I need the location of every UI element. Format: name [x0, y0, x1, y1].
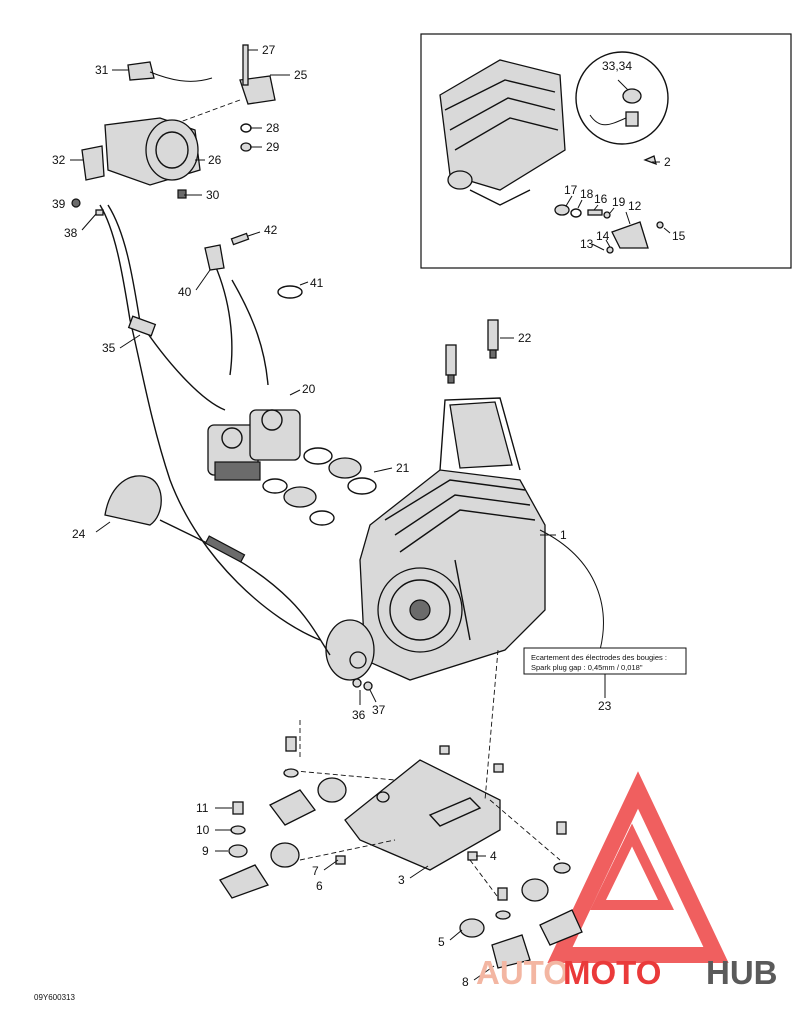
air-intake-silencer [81, 61, 276, 186]
callout-20: 20 [302, 382, 316, 396]
figure-code: 09Y600313 [34, 993, 75, 1002]
callout-14: 14 [596, 229, 610, 243]
watermark-logo [547, 771, 729, 963]
callout-13: 13 [580, 237, 594, 251]
callout-25: 25 [294, 68, 308, 82]
rewind-starter-cable [104, 475, 331, 656]
callout-32: 32 [52, 153, 66, 167]
callout-19: 19 [612, 195, 626, 209]
callout-2: 2 [664, 155, 671, 169]
callout-7: 7 [312, 864, 319, 878]
spark-plug-gap-note: Ecartement des électrodes des bougies : … [523, 529, 687, 698]
callout-23: 23 [598, 699, 612, 713]
callout-33-34: 33,34 [602, 59, 632, 73]
callout-15: 15 [672, 229, 686, 243]
callout-42: 42 [264, 223, 278, 237]
inset-detail-box [420, 33, 792, 269]
watermark-auto: AUTO [476, 954, 569, 991]
spark-plugs [445, 319, 499, 384]
callout-8: 8 [462, 975, 469, 989]
callout-6: 6 [316, 879, 323, 893]
misc-hardware [71, 44, 373, 691]
callout-24: 24 [72, 527, 86, 541]
callout-10: 10 [196, 823, 210, 837]
inset-engine [439, 59, 566, 206]
callout-26: 26 [208, 153, 222, 167]
engine-support-plate [284, 649, 561, 901]
callout-12: 12 [628, 199, 642, 213]
callout-11: 11 [196, 801, 209, 815]
callout-21: 21 [396, 461, 410, 475]
watermark-text: AUTO MOTO HUB [476, 954, 778, 991]
callout-17: 17 [564, 183, 578, 197]
callout-40: 40 [178, 285, 192, 299]
callout-37: 37 [372, 703, 386, 717]
callout-30: 30 [206, 188, 220, 202]
watermark-hub: HUB [706, 954, 778, 991]
callout-36: 36 [352, 708, 366, 722]
carburetors [207, 409, 301, 481]
intake-boots [262, 447, 377, 526]
callout-27: 27 [262, 43, 276, 57]
callout-41: 41 [310, 276, 324, 290]
callout-31: 31 [95, 63, 109, 77]
callout-leaders [70, 49, 671, 981]
callout-labels: 27 31 25 28 29 32 26 30 39 38 42 40 41 3… [52, 43, 686, 989]
callout-16: 16 [594, 192, 608, 206]
callout-29: 29 [266, 140, 280, 154]
wiring-harness [99, 204, 321, 641]
callout-38: 38 [64, 226, 78, 240]
callout-5: 5 [438, 935, 445, 949]
callout-18: 18 [580, 187, 594, 201]
callout-28: 28 [266, 121, 280, 135]
callout-9: 9 [202, 844, 209, 858]
callout-4: 4 [490, 849, 497, 863]
callout-35: 35 [102, 341, 116, 355]
callout-1: 1 [560, 528, 567, 542]
callout-3: 3 [398, 873, 405, 887]
gap-note-line1: Ecartement des électrodes des bougies : [531, 653, 667, 662]
callout-39: 39 [52, 197, 66, 211]
gap-note-line2: Spark plug gap : 0,45mm / 0,018" [531, 663, 643, 672]
watermark-moto: MOTO [563, 954, 661, 991]
callout-22: 22 [518, 331, 532, 345]
engine-assembly [325, 397, 546, 681]
